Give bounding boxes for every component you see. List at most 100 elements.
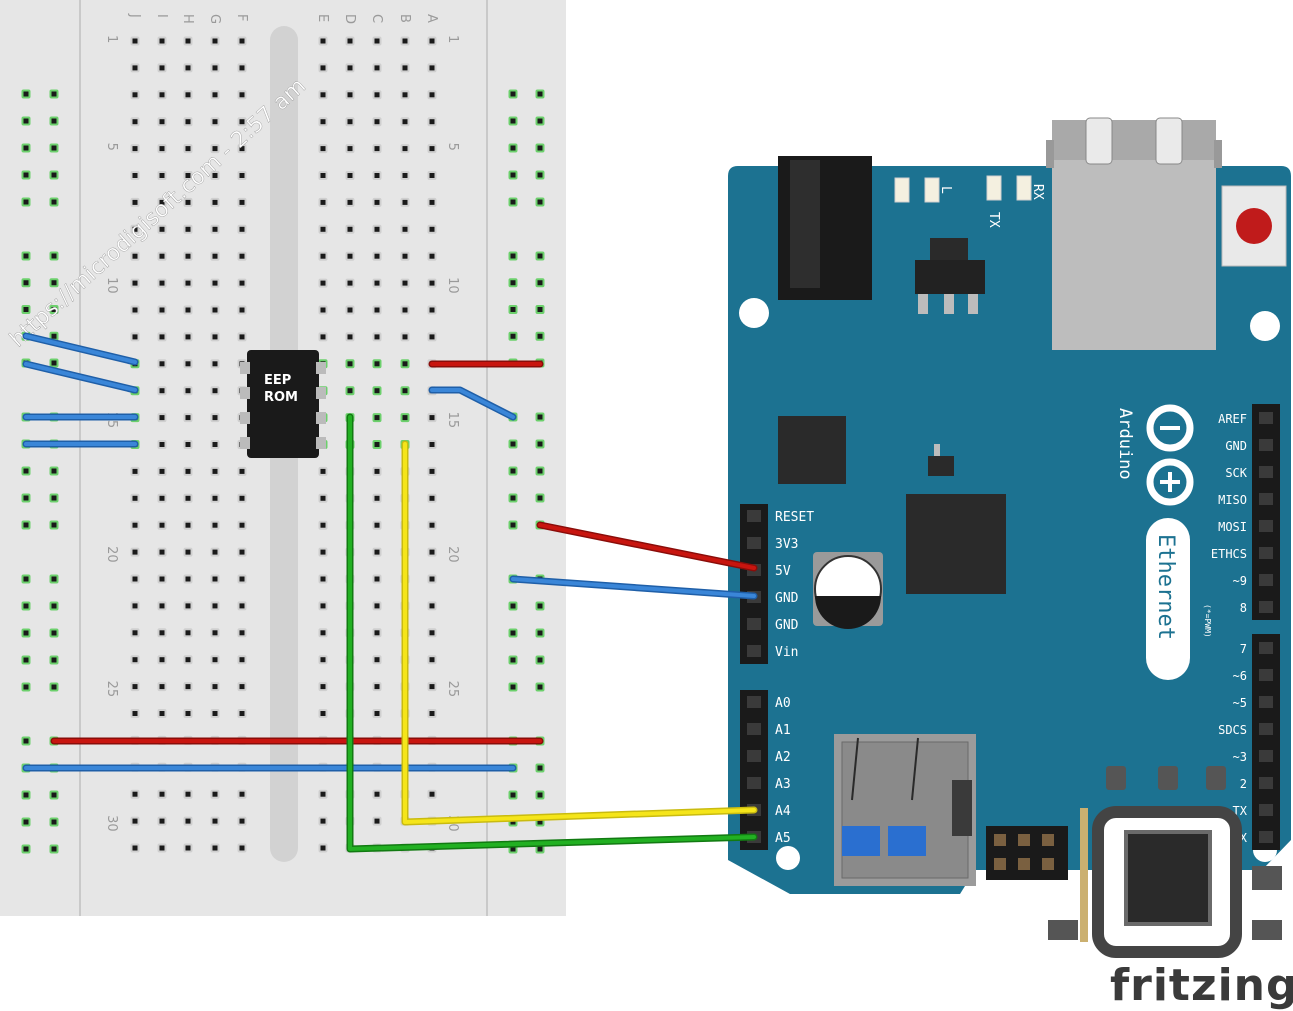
reset-button[interactable] [1221, 185, 1287, 267]
rail-hole [21, 682, 31, 692]
rail-hole [21, 520, 31, 530]
breadboard-hole [183, 574, 193, 584]
arduino-pin-label: 7 [1240, 642, 1247, 656]
eeprom-chip[interactable]: EEP ROM [240, 350, 326, 458]
breadboard-hole [318, 574, 328, 584]
rail-hole [21, 278, 31, 288]
header-pin[interactable] [1259, 669, 1273, 681]
breadboard-hole [183, 789, 193, 799]
rail-hole [49, 251, 59, 261]
breadboard-hole [237, 843, 247, 853]
wires [22, 332, 758, 853]
breadboard-hole [130, 90, 140, 100]
breadboard-hole [400, 90, 410, 100]
breadboard-hole [183, 144, 193, 154]
breadboard-hole [210, 601, 220, 611]
breadboard-hole [345, 197, 355, 207]
breadboard-hole [427, 144, 437, 154]
breadboard-hole [237, 466, 247, 476]
breadboard-hole [130, 332, 140, 342]
breadboard-row-letter: J [127, 13, 142, 18]
arduino-pin-label: AREF [1218, 412, 1247, 426]
rail-hole [508, 493, 518, 503]
breadboard-hole [210, 359, 220, 369]
breadboard-hole [210, 628, 220, 638]
arduino-pin-label: A5 [775, 831, 791, 846]
header-pin[interactable] [1259, 750, 1273, 762]
header-pin[interactable] [747, 537, 761, 549]
breadboard-hole [427, 278, 437, 288]
breadboard-hole [157, 601, 167, 611]
header-pin[interactable] [747, 645, 761, 657]
header-pin[interactable] [747, 723, 761, 735]
header-pin[interactable] [1259, 439, 1273, 451]
rail-hole [508, 682, 518, 692]
breadboard-hole [237, 655, 247, 665]
arduino-logo [1146, 404, 1194, 506]
breadboard-hole [318, 493, 328, 503]
breadboard-hole [345, 386, 355, 396]
rail-hole [508, 89, 518, 99]
rail-hole [21, 197, 31, 207]
header-pin[interactable] [1259, 804, 1273, 816]
breadboard-hole [157, 574, 167, 584]
breadboard-hole [427, 601, 437, 611]
breadboard-hole [318, 628, 328, 638]
breadboard-hole [183, 332, 193, 342]
header-pin[interactable] [1259, 831, 1273, 843]
header-pin[interactable] [1259, 493, 1273, 505]
rail-hole [49, 601, 59, 611]
header-pin[interactable] [1259, 574, 1273, 586]
breadboard-hole [210, 90, 220, 100]
rail-hole [21, 844, 31, 854]
rail-hole [49, 466, 59, 476]
breadboard-hole [318, 601, 328, 611]
header-pin[interactable] [1259, 520, 1273, 532]
header-pin[interactable] [1259, 642, 1273, 654]
header-pin[interactable] [1259, 723, 1273, 735]
header-pin[interactable] [1259, 601, 1273, 613]
header-pin[interactable] [1259, 777, 1273, 789]
breadboard-hole [372, 628, 382, 638]
breadboard-hole [130, 655, 140, 665]
header-pin[interactable] [1259, 696, 1273, 708]
rail-hole [535, 790, 545, 800]
breadboard-hole [210, 574, 220, 584]
fritzing-logo [1048, 766, 1282, 958]
header-pin[interactable] [747, 618, 761, 630]
rail-hole [21, 305, 31, 314]
header-pin[interactable] [747, 696, 761, 708]
breadboard-hole [427, 332, 437, 342]
header-pin[interactable] [747, 750, 761, 762]
header-pin[interactable] [747, 777, 761, 789]
breadboard-hole [400, 359, 410, 369]
breadboard-hole [157, 493, 167, 503]
breadboard-hole [400, 171, 410, 180]
breadboard-hole [427, 789, 437, 799]
breadboard-hole [183, 63, 193, 73]
breadboard-hole [372, 466, 382, 476]
header-pin[interactable] [1259, 547, 1273, 559]
header-pin[interactable] [1259, 412, 1273, 424]
breadboard-hole [318, 90, 328, 100]
rail-hole [49, 628, 59, 638]
rail-hole [535, 763, 545, 773]
breadboard-hole [372, 682, 382, 692]
breadboard-hole [210, 386, 220, 396]
header-pin[interactable] [1259, 466, 1273, 478]
header-pin[interactable] [747, 510, 761, 522]
ic-w5100 [906, 494, 1006, 594]
rail-hole [508, 466, 518, 476]
mounting-hole [776, 846, 800, 870]
rail-hole [508, 143, 518, 153]
rail-hole [535, 170, 545, 180]
breadboard-hole [210, 816, 220, 826]
rail-hole [21, 251, 31, 261]
rail-hole [21, 466, 31, 476]
breadboard-hole [372, 332, 382, 342]
breadboard-hole [318, 305, 328, 315]
arduino-pin-label: SCK [1225, 466, 1247, 480]
arduino-pin-label: A4 [775, 804, 791, 819]
rail-hole [49, 493, 59, 503]
breadboard-hole [157, 197, 167, 207]
